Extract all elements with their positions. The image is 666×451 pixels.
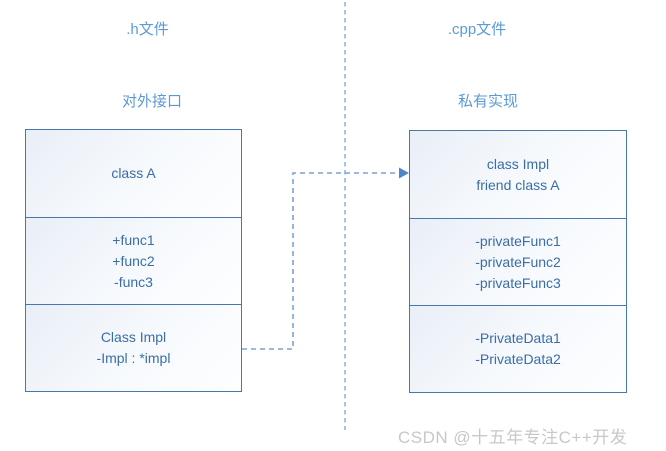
cpp-file-title: .cpp文件 — [447, 21, 507, 38]
header-file-title: .h文件 — [126, 21, 169, 38]
private-func-text: -privateFunc2 — [475, 253, 561, 270]
private-func-text: -privateFunc1 — [475, 232, 561, 249]
class-a-impl-pointer-section: Class Impl -Impl : *impl — [26, 304, 241, 391]
private-data-text: -PrivateData2 — [475, 351, 561, 367]
class-impl-box: class Impl friend class A -privateFunc1 … — [409, 130, 627, 393]
class-impl-data-section: -PrivateData1 -PrivateData2 — [410, 305, 626, 392]
class-a-box: class A +func1 +func2 -func3 Class Impl … — [25, 129, 242, 392]
impl-decl-text: Class Impl — [100, 329, 167, 345]
class-name-text: class A — [111, 165, 156, 181]
friend-decl-text: friend class A — [476, 176, 560, 193]
class-impl-name-section: class Impl friend class A — [410, 131, 626, 218]
impl-pointer-text: -Impl : *impl — [96, 350, 171, 366]
class-a-methods-section: +func1 +func2 -func3 — [26, 217, 241, 304]
class-a-name-section: class A — [26, 130, 241, 217]
private-impl-label: 私有实现 — [457, 93, 518, 110]
class-name-text: class Impl — [486, 155, 550, 172]
connector-arrowhead-icon — [399, 167, 409, 179]
method-text: +func1 — [112, 231, 155, 248]
method-text: +func2 — [112, 252, 155, 269]
method-text: -func3 — [114, 273, 153, 290]
csdn-watermark: CSDN @十五年专注C++开发 — [398, 428, 628, 447]
public-interface-label: 对外接口 — [121, 93, 182, 110]
private-func-text: -privateFunc3 — [475, 274, 561, 291]
class-impl-methods-section: -privateFunc1 -privateFunc2 -privateFunc… — [410, 218, 626, 305]
private-data-text: -PrivateData1 — [475, 330, 561, 346]
impl-pointer-connector-line — [242, 172, 400, 350]
